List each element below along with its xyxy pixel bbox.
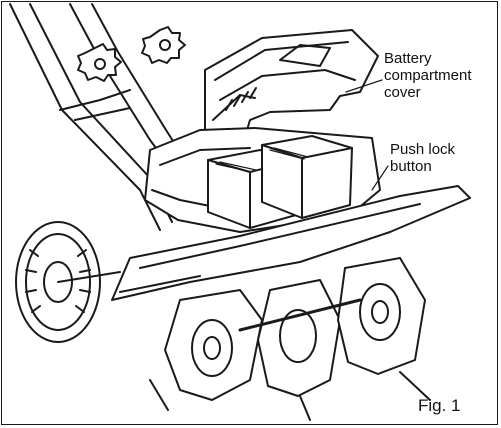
callout-push-lock-button: Push lock button bbox=[390, 141, 455, 175]
callout-line: Push lock bbox=[390, 141, 456, 158]
tine-shield bbox=[111, 185, 471, 301]
callout-battery-compartment-cover: Battery compartment cover bbox=[384, 50, 472, 101]
tines bbox=[149, 257, 431, 421]
callout-line: compartment bbox=[384, 67, 472, 84]
battery-compartment-cover bbox=[204, 29, 379, 166]
knob-right-icon bbox=[141, 26, 186, 64]
knob-left-icon bbox=[77, 43, 122, 82]
callout-line: button bbox=[390, 158, 432, 175]
battery-pack-right bbox=[261, 135, 353, 219]
leader-push-lock bbox=[371, 165, 389, 191]
callout-line: cover bbox=[384, 84, 421, 101]
leader-battery-cover bbox=[345, 79, 383, 93]
figure-label: Fig. 1 bbox=[418, 396, 461, 415]
callout-line: Battery bbox=[384, 50, 432, 67]
leader-lines bbox=[345, 79, 389, 191]
wheel bbox=[15, 221, 121, 343]
